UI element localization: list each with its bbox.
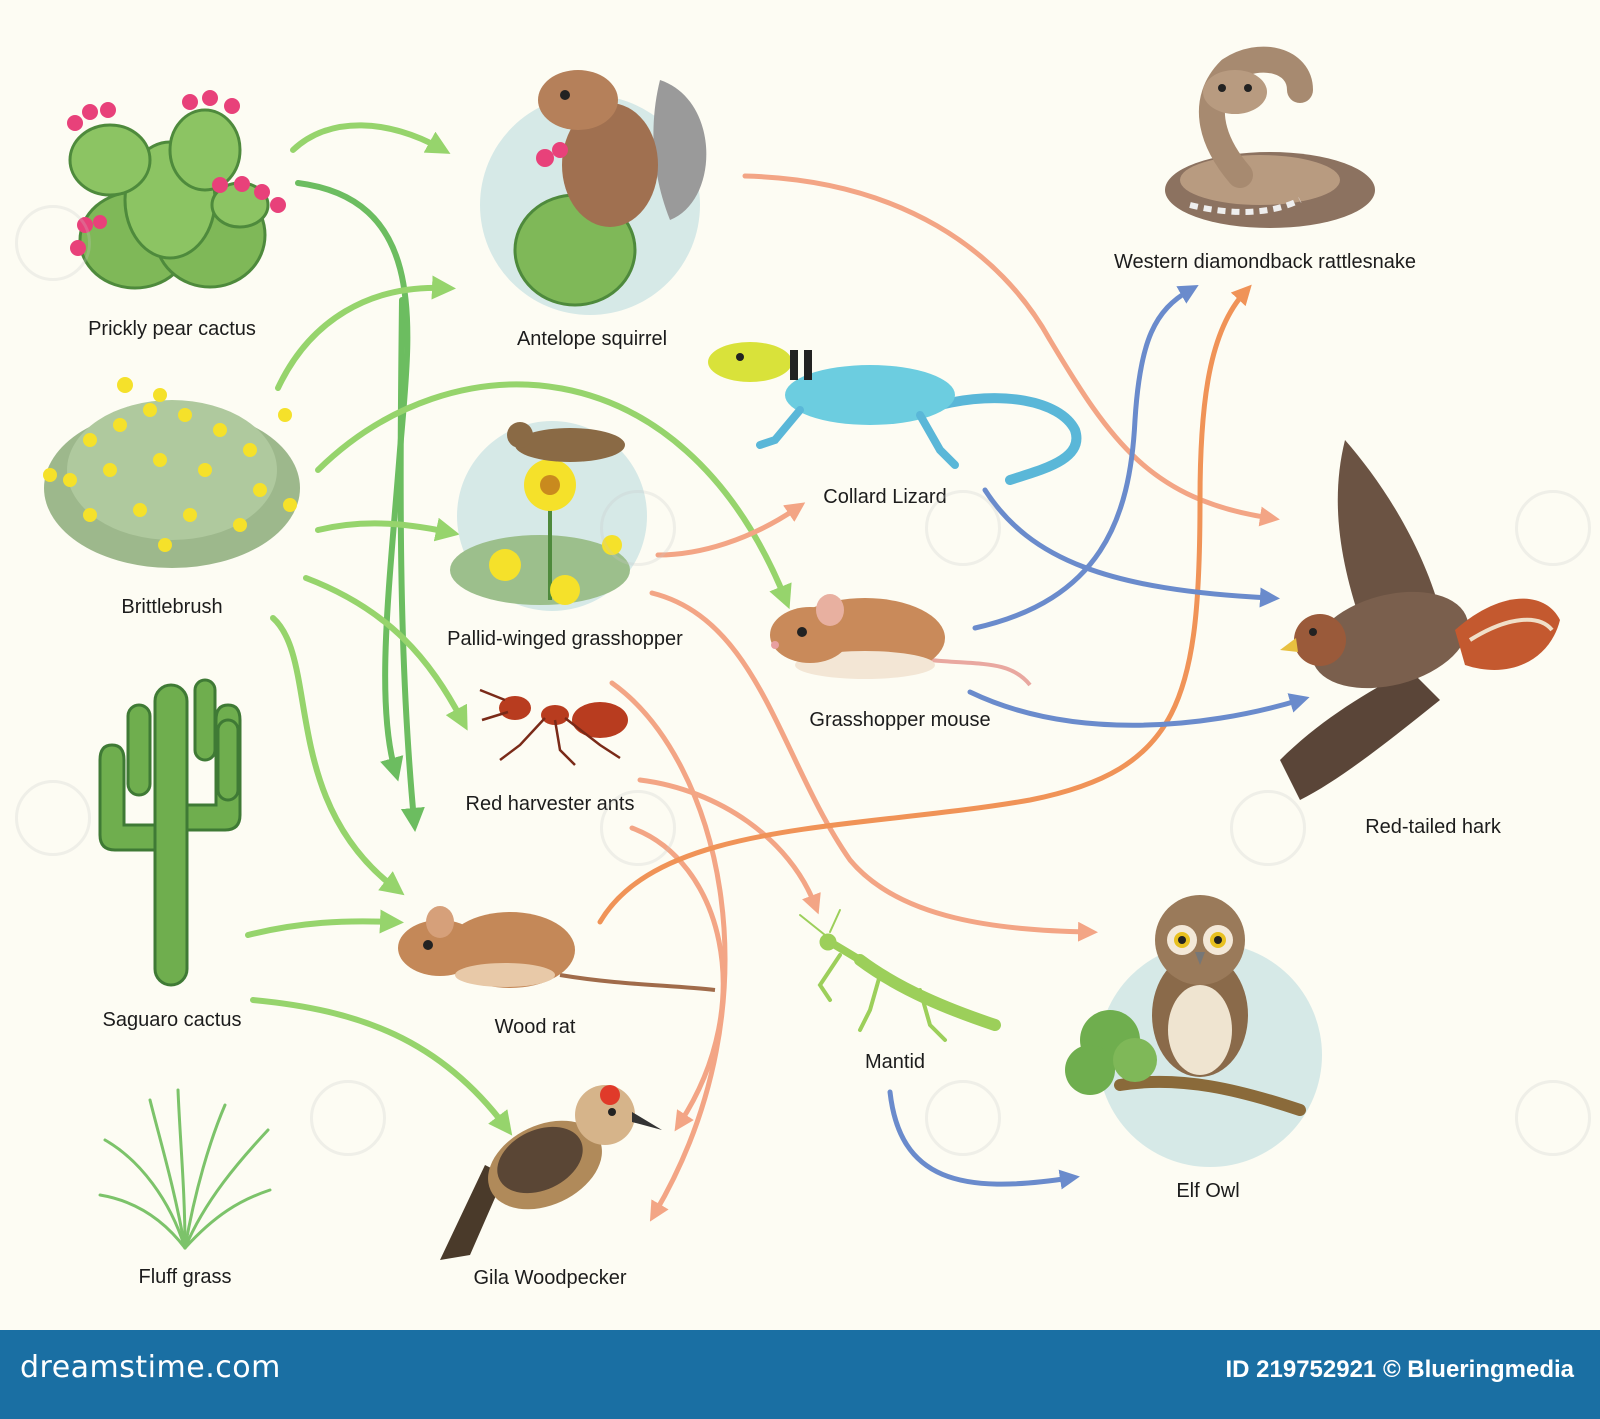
arrow-cactus-to-squirrel <box>290 122 451 154</box>
watermark-swirl <box>600 490 676 566</box>
food-web-canvas: Prickly pear cactus Brittlebrush Saguaro… <box>43 46 1560 1289</box>
rattlesnake-icon <box>1165 46 1375 228</box>
watermark-swirl <box>925 490 1001 566</box>
arrow-squirrel-to-hawk <box>742 173 1280 527</box>
label-red-tailed-hark: Red-tailed hark <box>1365 816 1502 838</box>
brittlebrush-icon <box>43 377 300 568</box>
label-fluff-grass: Fluff grass <box>139 1266 232 1288</box>
label-antelope-squirrel: Antelope squirrel <box>517 328 667 350</box>
grasshopper-icon <box>450 421 647 611</box>
red-harvester-ant-icon <box>479 688 628 766</box>
label-mantid: Mantid <box>865 1051 925 1073</box>
watermark-swirl <box>1515 1080 1591 1156</box>
arrow-brittlebrush-to-squirrel <box>275 275 456 391</box>
arrow-cactus-to-woodrat <box>397 297 425 832</box>
label-brittlebrush: Brittlebrush <box>121 596 222 618</box>
label-elf-owl: Elf Owl <box>1176 1180 1239 1202</box>
watermark-swirl <box>925 1080 1001 1156</box>
arrow-brittlebrush-to-grasshopper <box>315 517 460 542</box>
watermark-swirl <box>310 1080 386 1156</box>
watermark-swirl <box>15 780 91 856</box>
mantid-icon <box>799 909 1001 1042</box>
gila-woodpecker-icon <box>440 1085 662 1260</box>
arrow-brittlebrush-to-mouse <box>315 381 792 610</box>
arrow-lizard-to-hawk <box>982 487 1280 608</box>
image-credit: ID 219752921 © Blueringmedia <box>1225 1356 1574 1383</box>
label-western-diamondback-rattlesnake: Western diamondback rattlesnake <box>1114 251 1416 273</box>
watermark-swirl <box>15 205 91 281</box>
arrow-ants-to-woodpecker-far <box>609 680 728 1222</box>
arrow-brittlebrush-to-woodrat <box>270 615 405 896</box>
arrow-brittlebrush-to-ants <box>303 575 468 731</box>
fluff-grass-icon <box>98 1088 272 1250</box>
label-prickly-pear-cactus: Prickly pear cactus <box>88 318 256 340</box>
saguaro-cactus-icon <box>98 678 242 987</box>
arrow-saguaro-to-woodrat <box>245 909 404 938</box>
collard-lizard-icon <box>708 342 1082 485</box>
arrow-grasshopper-to-lizard <box>655 502 806 558</box>
arrow-cactus-to-ants <box>295 180 411 782</box>
label-grasshopper-mouse: Grasshopper mouse <box>809 709 990 731</box>
label-pallid-winged-grasshopper: Pallid-winged grasshopper <box>447 628 683 650</box>
wood-rat-icon <box>398 906 716 992</box>
elf-owl-icon <box>1065 895 1322 1167</box>
arrow-ants-to-mantid <box>637 777 821 915</box>
arrow-grasshopper-to-owl <box>649 590 1098 942</box>
grasshopper-mouse-icon <box>770 594 1032 687</box>
label-gila-woodpecker: Gila Woodpecker <box>473 1267 626 1289</box>
label-saguaro-cactus: Saguaro cactus <box>103 1009 242 1031</box>
label-wood-rat: Wood rat <box>495 1016 576 1038</box>
watermark-swirl <box>600 790 676 866</box>
prickly-pear-cactus-icon <box>67 90 286 290</box>
arrow-saguaro-to-woodpecker <box>250 997 513 1136</box>
site-logo-text: dreamstime.com <box>20 1350 281 1385</box>
watermark-swirl <box>1515 490 1591 566</box>
antelope-squirrel-icon <box>480 70 707 315</box>
watermark-swirl <box>1230 790 1306 866</box>
arrow-mouse-to-hawk <box>967 689 1310 728</box>
arrow-mantid-to-owl <box>887 1089 1080 1190</box>
arrow-woodrat-to-rattlesnake <box>597 284 1252 925</box>
label-collard-lizard: Collard Lizard <box>823 486 946 508</box>
footer-bar: dreamstime.com ID 219752921 © Blueringme… <box>0 1330 1600 1419</box>
label-red-harvester-ants: Red harvester ants <box>466 793 635 815</box>
red-tailed-hawk-icon <box>1280 440 1560 800</box>
arrow-mouse-to-rattlesnake <box>972 285 1199 631</box>
